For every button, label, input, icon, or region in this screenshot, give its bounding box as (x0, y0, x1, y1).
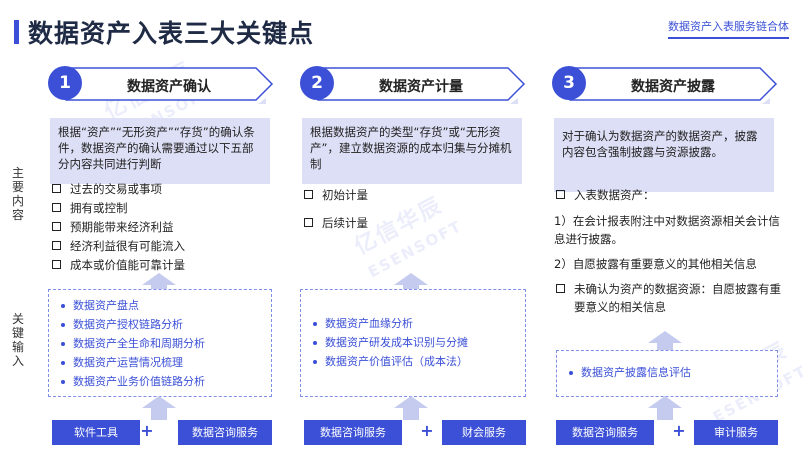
input-item: 数据资产披露信息评估 (569, 363, 765, 382)
description-box: 对于确认为数据资产的数据资产，披露内容包含强制披露与资源披露。 (554, 118, 774, 192)
consulting-service-button[interactable]: 数据咨询服务 (556, 420, 654, 445)
key-input-box: 数据资产盘点 数据资产授权链路分析 数据资产全生命和周期分析 数据资产运营情况梳… (48, 289, 272, 397)
key-input-box: 数据资产披露信息评估 (556, 350, 778, 397)
input-item: 数据资产血缘分析 (313, 314, 513, 333)
up-arrow-icon (394, 396, 428, 420)
checkbox-icon (304, 190, 313, 199)
step-number-badge: 1 (48, 66, 82, 100)
checkbox-icon (52, 203, 61, 212)
step-banner: 3 数据资产披露 (548, 64, 778, 108)
input-item: 数据资产授权链路分析 (61, 315, 259, 334)
up-arrow-icon (142, 396, 176, 420)
step-number-badge: 2 (300, 66, 334, 100)
disclosure-sub-item: 1）在会计报表附注中对数据资源相关会计信息进行披露。 (554, 214, 780, 246)
step-title: 数据资产计量 (379, 79, 463, 95)
plus-icon: + (420, 421, 434, 440)
checkbox-icon (556, 284, 565, 293)
step-banner: 1 数据资产确认 (44, 64, 274, 108)
accounting-service-button[interactable]: 财会服务 (442, 420, 526, 445)
plus-icon: + (140, 421, 154, 440)
input-item: 数据资产全生命和周期分析 (61, 334, 259, 353)
input-item: 数据资产研发成本识别与分摊 (313, 333, 513, 352)
checkbox-icon (304, 218, 313, 227)
step-title: 数据资产披露 (631, 79, 715, 95)
input-item: 数据资产价值评估（成本法） (313, 352, 513, 371)
software-tool-button[interactable]: 软件工具 (52, 420, 140, 445)
service-link[interactable]: 数据资产入表服务链合体 (668, 18, 789, 39)
disclosure-sub-item: 2）自愿披露有重要意义的其他相关信息 (554, 257, 757, 271)
checklist: 初始计量 后续计量 (302, 188, 526, 235)
description-box: 根据“资产”“无形资产”“存货”的确认条件，数据资产的确认需要通过以下五部分内容… (50, 118, 270, 184)
checklist-item: 入表数据资产： (554, 188, 786, 202)
input-item: 数据资产业务价值链路分析 (61, 372, 259, 391)
checklist-item: 过去的交易或事项 (50, 182, 274, 196)
checklist-item: 拥有或控制 (50, 201, 274, 215)
title-accent-bar (14, 20, 19, 44)
checklist-item: 预期能带来经济利益 (50, 220, 274, 234)
description-box: 根据数据资产的类型“存货”或“无形资产”，建立数据资源的成本归集与分摊机制 (302, 118, 522, 184)
checkbox-icon (52, 222, 61, 231)
input-item: 数据资产运营情况梳理 (61, 353, 259, 372)
checklist: 过去的交易或事项 拥有或控制 预期能带来经济利益 经济利益很有可能流入 成本或价… (50, 182, 274, 277)
up-arrow-icon (648, 396, 682, 420)
step-number-badge: 3 (552, 66, 586, 100)
checkbox-icon (52, 184, 61, 193)
step-banner: 2 数据资产计量 (296, 64, 526, 108)
checklist-item: 未确认为资产的数据资源：自愿披露有重要意义的相关信息 (554, 280, 786, 316)
checkbox-icon (556, 190, 565, 199)
checkbox-icon (52, 260, 61, 269)
page-title: 数据资产入表三大关键点 (28, 19, 315, 48)
checkbox-icon (52, 241, 61, 250)
checklist: 入表数据资产： 1）在会计报表附注中对数据资源相关会计信息进行披露。 2）自愿披… (554, 188, 786, 321)
up-arrow-icon (648, 331, 682, 355)
side-label-main-content: 主要内容 (11, 166, 24, 222)
step-title: 数据资产确认 (127, 79, 211, 95)
checklist-item: 初始计量 (302, 188, 526, 202)
checklist-item: 成本或价值能可靠计量 (50, 258, 274, 272)
input-item: 数据资产盘点 (61, 296, 259, 315)
key-input-box: 数据资产血缘分析 数据资产研发成本识别与分摊 数据资产价值评估（成本法） (300, 289, 526, 397)
up-arrow-icon (142, 273, 176, 297)
checklist-item: 后续计量 (302, 216, 526, 230)
consulting-service-button[interactable]: 数据咨询服务 (304, 420, 402, 445)
plus-icon: + (672, 421, 686, 440)
consulting-service-button[interactable]: 数据咨询服务 (178, 420, 272, 445)
up-arrow-icon (394, 273, 428, 297)
side-label-key-input: 关键输入 (11, 312, 24, 368)
audit-service-button[interactable]: 审计服务 (694, 420, 778, 445)
checklist-item: 经济利益很有可能流入 (50, 239, 274, 253)
